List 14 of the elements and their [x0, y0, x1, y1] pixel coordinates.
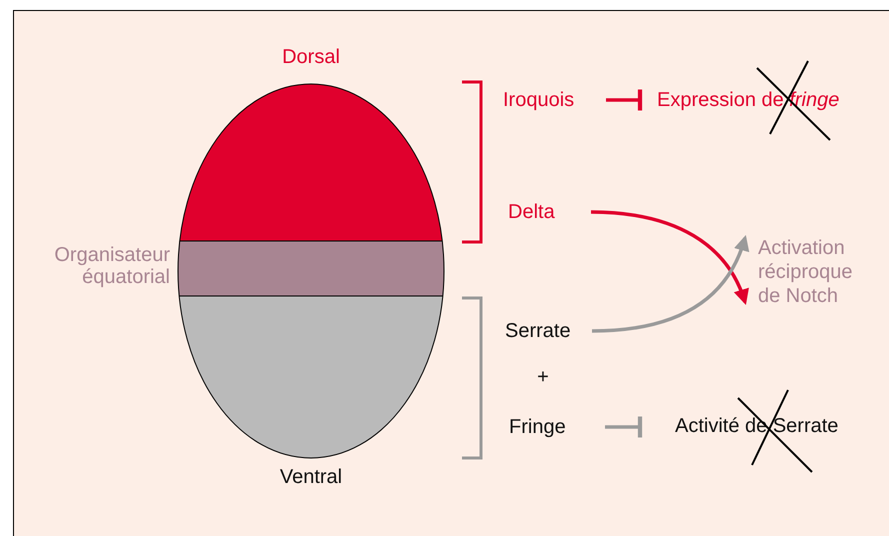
arrow [592, 235, 748, 333]
gene-label: Delta [508, 200, 556, 224]
gene-label: Expression de fringe [657, 88, 840, 112]
arrow [590, 210, 748, 305]
gene-label: Iroquois [503, 88, 576, 112]
region-label: Dorsal [281, 46, 341, 68]
region-label: + [536, 366, 550, 388]
inhibition-line [606, 90, 642, 110]
gene-label: Activation réciproque de Notch [758, 236, 854, 308]
region-label: Ventral [278, 466, 344, 488]
gene-label: Fringe [509, 415, 567, 439]
region-label: Organisateur équatorial [53, 244, 170, 288]
inhibition-line [605, 416, 642, 438]
gene-label: Serrate [505, 319, 572, 343]
